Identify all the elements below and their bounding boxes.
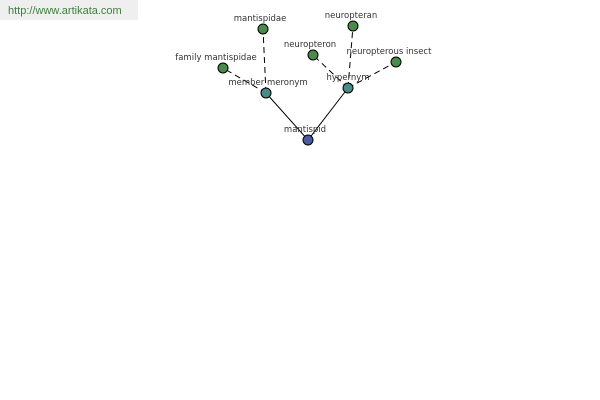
node-mantispidae[interactable]: mantispidae [234, 14, 287, 35]
node-family-mantispidae[interactable]: family mantispidae [175, 53, 257, 74]
edge-hypernym-neuropteron [312, 54, 349, 89]
source-url-link[interactable]: http://www.artikata.com [0, 0, 138, 20]
edge-hypernym-neuropteran [347, 25, 354, 89]
node-label: neuropterous insect [347, 47, 433, 57]
node-label: mantispidae [234, 14, 287, 24]
node-mantispid[interactable]: mantispid [284, 125, 326, 146]
node-label: neuropteran [325, 11, 378, 21]
edge-member-meronym-mantispidae [262, 28, 267, 94]
edge-root-hypernym [307, 87, 349, 141]
edge-member-meronym-family-mantispidae [222, 67, 267, 94]
node-label: member meronym [228, 78, 307, 88]
node-label: hypernym [326, 73, 369, 83]
node-hypernym[interactable]: hypernym [326, 73, 370, 94]
node-neuropteran[interactable]: neuropteran [325, 11, 378, 32]
node-label: neuropteron [284, 40, 336, 50]
node-label: mantispid [284, 125, 326, 135]
node-label: family mantispidae [175, 53, 257, 63]
node-neuropteron[interactable]: neuropteron [284, 40, 336, 61]
edge-hypernym-neuropterous-insect [347, 61, 397, 89]
node-neuropterous-insect[interactable]: neuropterous insect [347, 47, 433, 68]
edge-root-member-meronym [265, 92, 309, 141]
node-member-meronym[interactable]: member meronym [228, 78, 308, 99]
